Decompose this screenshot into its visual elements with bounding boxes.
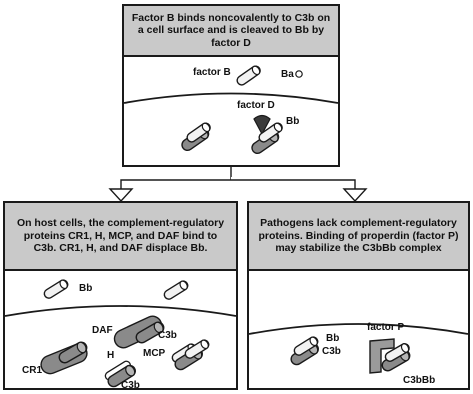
factor-b-rod <box>234 63 263 88</box>
cr1-label: CR1 <box>22 365 42 376</box>
c3b-label-right: C3b <box>322 346 341 357</box>
right-panel-header: Pathogens lack complement-regulatory pro… <box>249 203 468 271</box>
h-label: H <box>107 350 114 361</box>
split-arrows <box>108 167 368 203</box>
left-panel-title: On host cells, the complement-regulatory… <box>16 217 225 255</box>
bb-label-right: Bb <box>326 333 339 344</box>
factor-d-label: factor D <box>237 100 275 111</box>
right-membrane <box>248 323 469 335</box>
top-panel: Factor B binds noncovalently to C3b on a… <box>122 4 340 167</box>
bb-label-left: Bb <box>79 283 92 294</box>
free-bb-rod-left-1 <box>41 277 71 301</box>
factor-d-shape <box>253 114 271 136</box>
right-panel: Pathogens lack complement-regulatory pro… <box>247 201 470 390</box>
properdin-shape <box>369 338 395 374</box>
right-panel-title: Pathogens lack complement-regulatory pro… <box>258 217 459 255</box>
top-panel-title: Factor B binds noncovalently to C3b on a… <box>131 11 331 49</box>
left-panel: On host cells, the complement-regulatory… <box>3 201 238 390</box>
free-bb-rod-left-2 <box>161 278 191 302</box>
top-membrane <box>123 92 339 104</box>
mcp-label: MCP <box>143 348 166 359</box>
bb-label-top: Bb <box>286 116 299 127</box>
left-membrane <box>4 305 237 317</box>
top-panel-header: Factor B binds noncovalently to C3b on a… <box>124 6 338 57</box>
daf-label: DAF <box>92 325 113 336</box>
c3bbb-label: C3bBb <box>403 375 435 386</box>
factor-p-label: factor P <box>367 322 405 333</box>
factor-b-label: factor B <box>193 67 231 78</box>
ba-label: Ba <box>281 69 294 80</box>
c3b-label-left-bottom: C3b <box>121 380 140 391</box>
left-panel-header: On host cells, the complement-regulatory… <box>5 203 236 271</box>
c3b-label-left-top: C3b <box>158 330 177 341</box>
ba-fragment <box>295 70 303 78</box>
